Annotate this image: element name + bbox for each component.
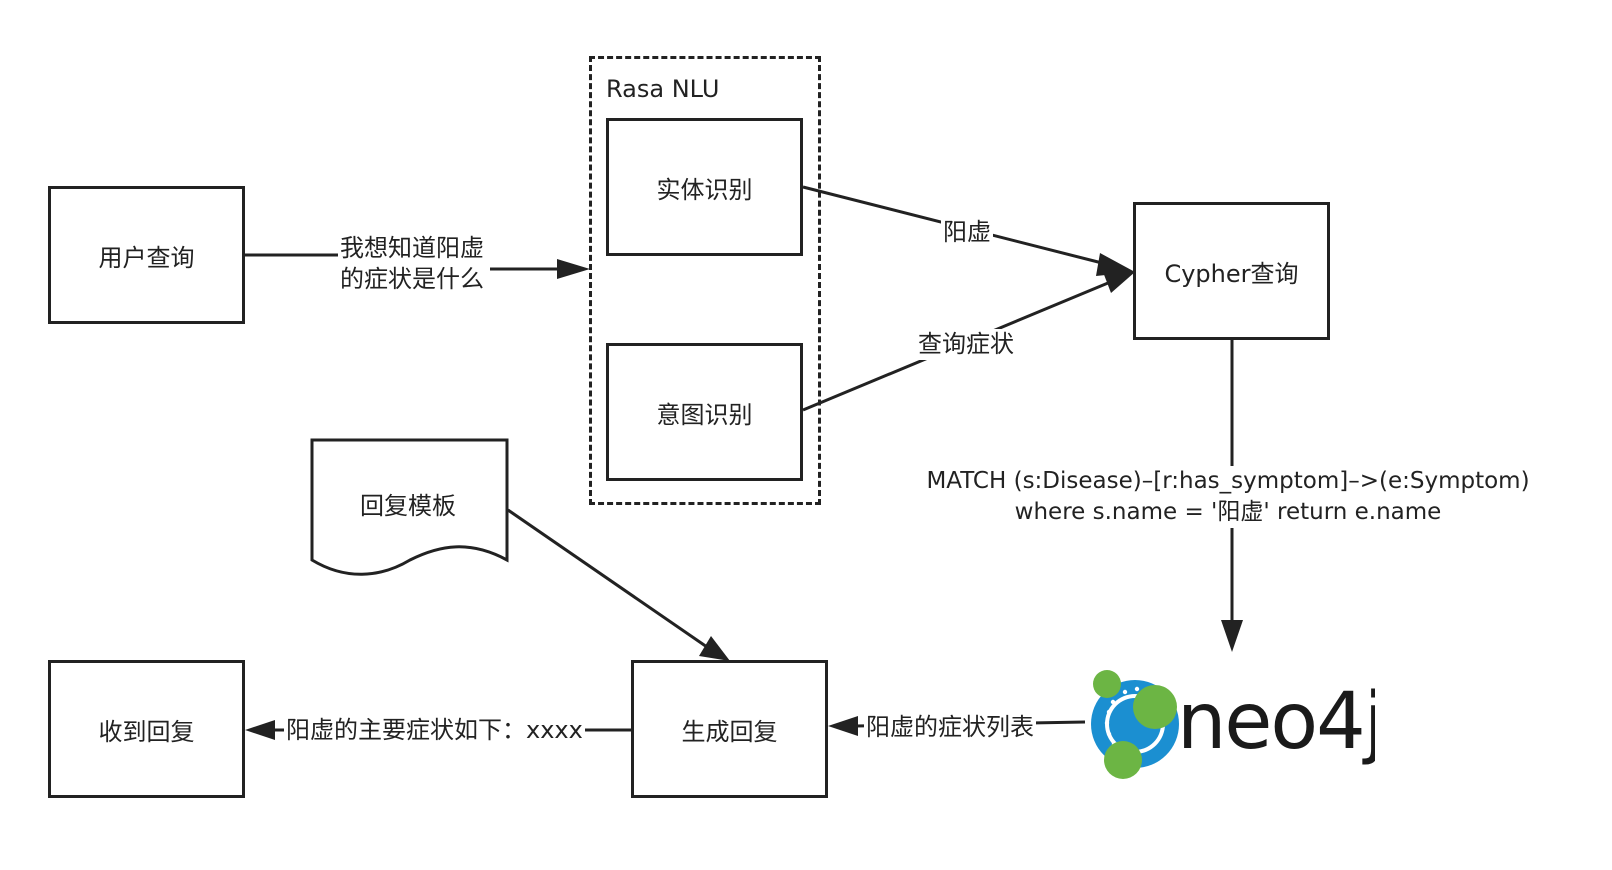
cypher-statement-label: MATCH (s:Disease)–[r:has_symptom]–>(e:Sy… (918, 466, 1538, 528)
neo4j-logo-graphic: neo4j (1091, 670, 1385, 779)
cypher-query-node: Cypher查询 (1133, 202, 1330, 340)
intent-recognition-node: 意图识别 (606, 343, 803, 481)
receive-reply-node: 收到回复 (48, 660, 245, 798)
cypher-statement-line2: where s.name = '阳虚' return e.name (1014, 499, 1442, 525)
query-text-label: 我想知道阳虚 的症状是什么 (338, 233, 486, 295)
rasa-nlu-group: Rasa NLU (589, 56, 821, 505)
generate-reply-label: 生成回复 (681, 717, 778, 746)
rasa-nlu-title: Rasa NLU (606, 75, 720, 103)
entity-edge-label: 阳虚 (941, 217, 993, 248)
user-query-label: 用户查询 (98, 243, 195, 272)
entity-recognition-label: 实体识别 (656, 175, 753, 204)
edge-template-to-generate (507, 508, 730, 661)
query-text-line2: 的症状是什么 (340, 265, 484, 293)
user-query-node: 用户查询 (48, 186, 245, 324)
entity-recognition-node: 实体识别 (606, 118, 803, 256)
intent-edge-label: 查询症状 (916, 329, 1016, 360)
query-text-line1: 我想知道阳虚 (340, 234, 484, 262)
receive-reply-label: 收到回复 (98, 717, 195, 746)
cypher-statement-line1: MATCH (s:Disease)–[r:has_symptom]–>(e:Sy… (926, 468, 1530, 494)
reply-template-shape (310, 438, 509, 576)
symptom-list-label: 阳虚的症状列表 (864, 712, 1036, 743)
cypher-query-label: Cypher查询 (1164, 259, 1299, 288)
neo4j-logo: neo4j (1085, 662, 1385, 787)
intent-recognition-label: 意图识别 (656, 400, 753, 429)
reply-template-label: 回复模板 (360, 492, 456, 520)
neo4j-wordmark: neo4j (1177, 677, 1375, 767)
reply-text-label: 阳虚的主要症状如下：xxxx (284, 715, 585, 746)
generate-reply-node: 生成回复 (631, 660, 828, 798)
edge-user-to-rasa (244, 253, 590, 279)
